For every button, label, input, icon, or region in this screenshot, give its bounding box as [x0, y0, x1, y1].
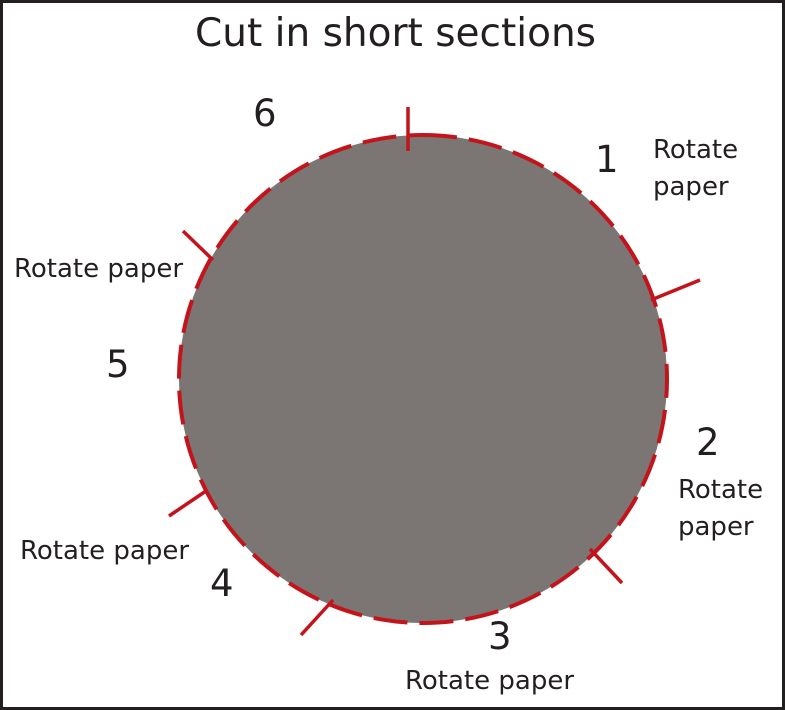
step-1-label-line: Rotate: [653, 135, 739, 165]
rotate-mark-left-lower: [168, 489, 207, 518]
cutting-diagram: [168, 107, 701, 637]
step-2-label: Rotate paper: [678, 472, 763, 546]
step-number-3: 3: [488, 615, 512, 658]
step-4-label-line: Rotate paper: [20, 536, 190, 566]
step-2-label-line: paper: [678, 512, 754, 542]
rotate-mark-left-upper: [181, 229, 215, 262]
rotate-marks: [168, 107, 701, 637]
step-5-label: Rotate paper: [14, 251, 183, 288]
step-number-6: 6: [253, 92, 277, 135]
step-number-1: 1: [595, 138, 619, 181]
rotate-mark-bottom: [299, 598, 335, 637]
diagram-title: Cut in short sections: [195, 11, 596, 56]
step-5-label-line: Rotate paper: [14, 254, 184, 284]
step-3-label: Rotate paper: [405, 663, 574, 700]
step-1-label: Rotate paper: [653, 132, 738, 206]
step-1-label-line: paper: [653, 172, 729, 202]
step-2-label-line: Rotate: [678, 475, 764, 505]
step-4-label: Rotate paper: [20, 533, 189, 570]
step-number-5: 5: [106, 343, 130, 386]
cut-dashed-line: [177, 133, 669, 625]
step-number-4: 4: [210, 562, 234, 605]
rotate-mark-right-upper: [650, 278, 701, 302]
rotate-mark-right-lower: [588, 547, 624, 585]
paper-circle: [179, 135, 667, 623]
step-3-label-line: Rotate paper: [405, 666, 575, 696]
step-number-2: 2: [696, 421, 720, 464]
